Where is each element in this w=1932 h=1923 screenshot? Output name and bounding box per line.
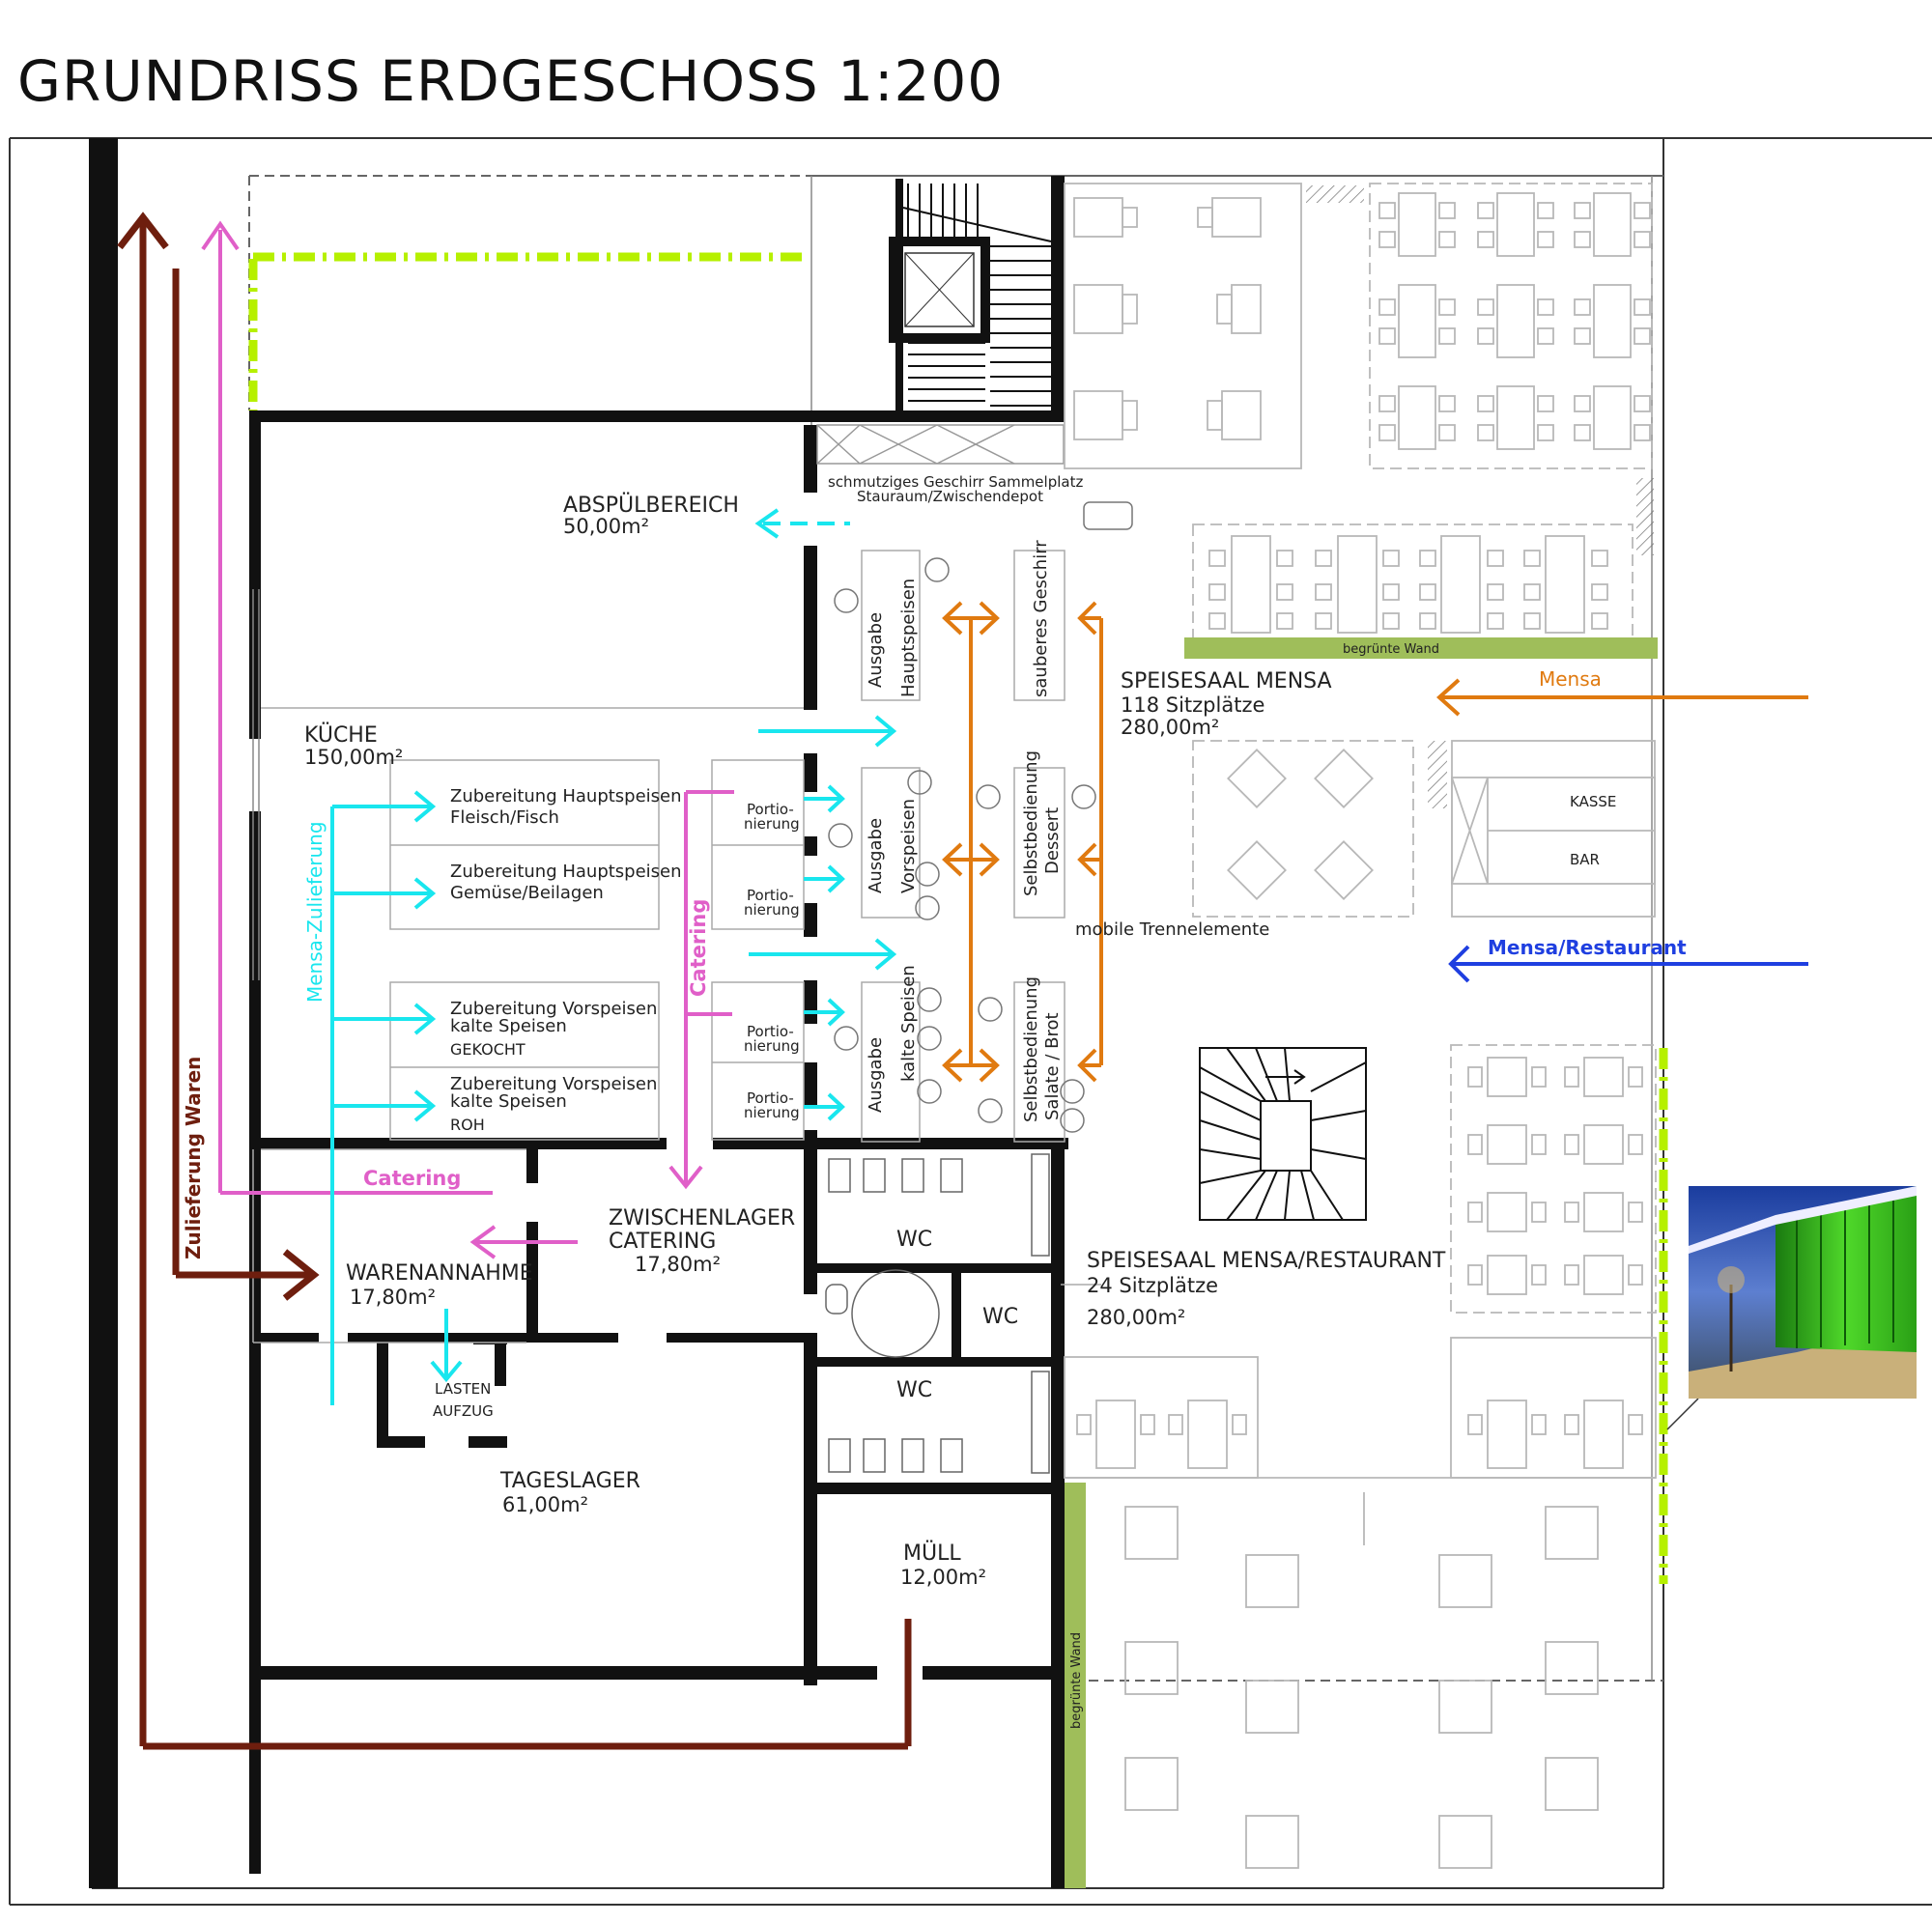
catering-flow-label-v: Catering [687,899,710,997]
facade-photo [1666,1186,1917,1430]
staff-figures [828,501,1133,1133]
room-kueche-area: 150,00m² [304,746,403,769]
kasse-label: KASSE [1570,793,1616,810]
plan-title: GRUNDRISS ERDGESCHOSS 1:200 [17,48,1005,114]
counter-3-food: kalte Speisen [898,965,919,1082]
hatch-top [1306,185,1364,203]
portion-2-b: nierung [744,901,800,919]
counter-2-ausgabe: Ausgabe [866,818,886,893]
mobile-partitions-label: mobile Trennelemente [1075,919,1269,940]
portion-1-a: Portio- [747,801,794,818]
prep-station-3-line1: Zubereitung Vorspeisen [450,999,657,1019]
bar-label: BAR [1570,851,1600,868]
selfservice-1-label: Selbstbedienung [1021,750,1041,896]
prep-station-1-line1: Zubereitung Hauptspeisen [450,786,682,806]
portion-3-b: nierung [744,1037,800,1055]
mensa-flow-label: Mensa [1539,667,1602,691]
room-restaurant-area: 280,00m² [1087,1306,1185,1329]
delivery-flow-label: Zulieferung Waren [182,1057,205,1259]
prep-station-2-line1: Zubereitung Hauptspeisen [450,862,682,882]
room-abspuel-name: ABSPÜLBEREICH [563,493,739,518]
room-zwischenlager-name1: ZWISCHENLAGER [609,1206,795,1230]
room-mensa-seats: 118 Sitzplätze [1121,693,1264,717]
counter-3-ausgabe: Ausgabe [866,1037,886,1113]
counter-1-food: Hauptspeisen [898,579,919,697]
room-muell-area: 12,00m² [900,1566,986,1589]
kitchen-guides [252,550,1101,1343]
prep-station-3-line2: kalte Speisen [450,1016,567,1036]
portion-3-a: Portio- [747,1023,794,1040]
wc-2-label: WC [982,1305,1018,1329]
mensa-flow-arrows [942,601,1808,1083]
catering-flow-arrows [201,220,734,1259]
wc-3-label: WC [896,1378,932,1402]
hatch-kasse [1428,741,1447,808]
room-zwischenlager-area: 17,80m² [635,1253,721,1276]
delivery-flow-arrows [117,212,912,1750]
prep-station-4-line2: kalte Speisen [450,1091,567,1112]
portion-1-b: nierung [744,815,800,833]
room-mensa-area: 280,00m² [1121,716,1219,739]
room-warenannahme-area: 17,80m² [350,1286,436,1309]
stair-core-top [889,176,1065,422]
clean-dishes-label: sauberes Geschirr [1031,540,1051,697]
stair-core-bottom [1199,1047,1367,1221]
green-wall-label-1: begrünte Wand [1343,642,1439,657]
freight-lift-label-1: LASTEN [435,1380,491,1398]
counter-1-ausgabe: Ausgabe [866,612,886,688]
dish-collection-label-1: schmutziges Geschirr Sammelplatz [828,473,1083,491]
room-tageslager-name: TAGESLAGER [499,1469,640,1493]
green-wall-mensa [1184,637,1658,659]
dish-collection-strip [816,424,1065,465]
prep-station-4-line1: Zubereitung Vorspeisen [450,1074,657,1094]
room-kueche-name: KÜCHE [304,722,378,748]
upper-floor-outline [248,175,1663,1682]
portion-4-a: Portio- [747,1089,794,1107]
room-warenannahme-name: WARENANNAHME [346,1261,533,1286]
prep-station-4-line3: ROH [450,1116,485,1134]
furniture [1064,183,1657,1869]
restaurant-flow-label: Mensa/Restaurant [1488,936,1687,959]
mensa-supply-flow-arrows [330,508,897,1405]
hatch-right [1636,478,1654,555]
room-abspuel-area: 50,00m² [563,515,649,538]
prep-station-1-line2: Fleisch/Fisch [450,807,559,828]
mensa-supply-flow-label: Mensa-Zulieferung [303,821,327,1003]
green-wall-terrace [1065,1483,1086,1888]
freight-lift-label-2: AUFZUG [433,1402,494,1420]
selfservice-2-label: Selbstbedienung [1021,976,1041,1122]
room-restaurant-name: SPEISESAAL MENSA/RESTAURANT [1087,1249,1446,1273]
room-tageslager-area: 61,00m² [502,1493,588,1516]
dish-collection-label-2: Stauraum/Zwischendepot [857,488,1043,505]
room-muell-name: MÜLL [903,1541,961,1566]
prep-station-2-line2: Gemüse/Beilagen [450,883,604,903]
portion-4-b: nierung [744,1104,800,1121]
wc-1-label: WC [896,1228,932,1252]
green-wall-label-2: begrünte Wand [1069,1632,1084,1729]
room-mensa-name: SPEISESAAL MENSA [1121,669,1332,693]
restaurant-flow-arrows [1448,945,1808,983]
selfservice-salate: Salate / Brot [1042,1012,1063,1120]
catering-flow-label-h: Catering [363,1167,461,1190]
prep-station-3-line3: GEKOCHT [450,1040,526,1059]
counter-2-food: Vorspeisen [898,799,919,893]
wc-fixtures [825,1153,1050,1474]
selfservice-dessert: Dessert [1042,807,1063,874]
room-restaurant-seats: 24 Sitzplätze [1087,1274,1218,1297]
green-hedge [248,252,1668,1584]
site-frame [9,137,1932,1906]
portion-2-a: Portio- [747,887,794,904]
room-zwischenlager-name2: CATERING [609,1230,716,1254]
